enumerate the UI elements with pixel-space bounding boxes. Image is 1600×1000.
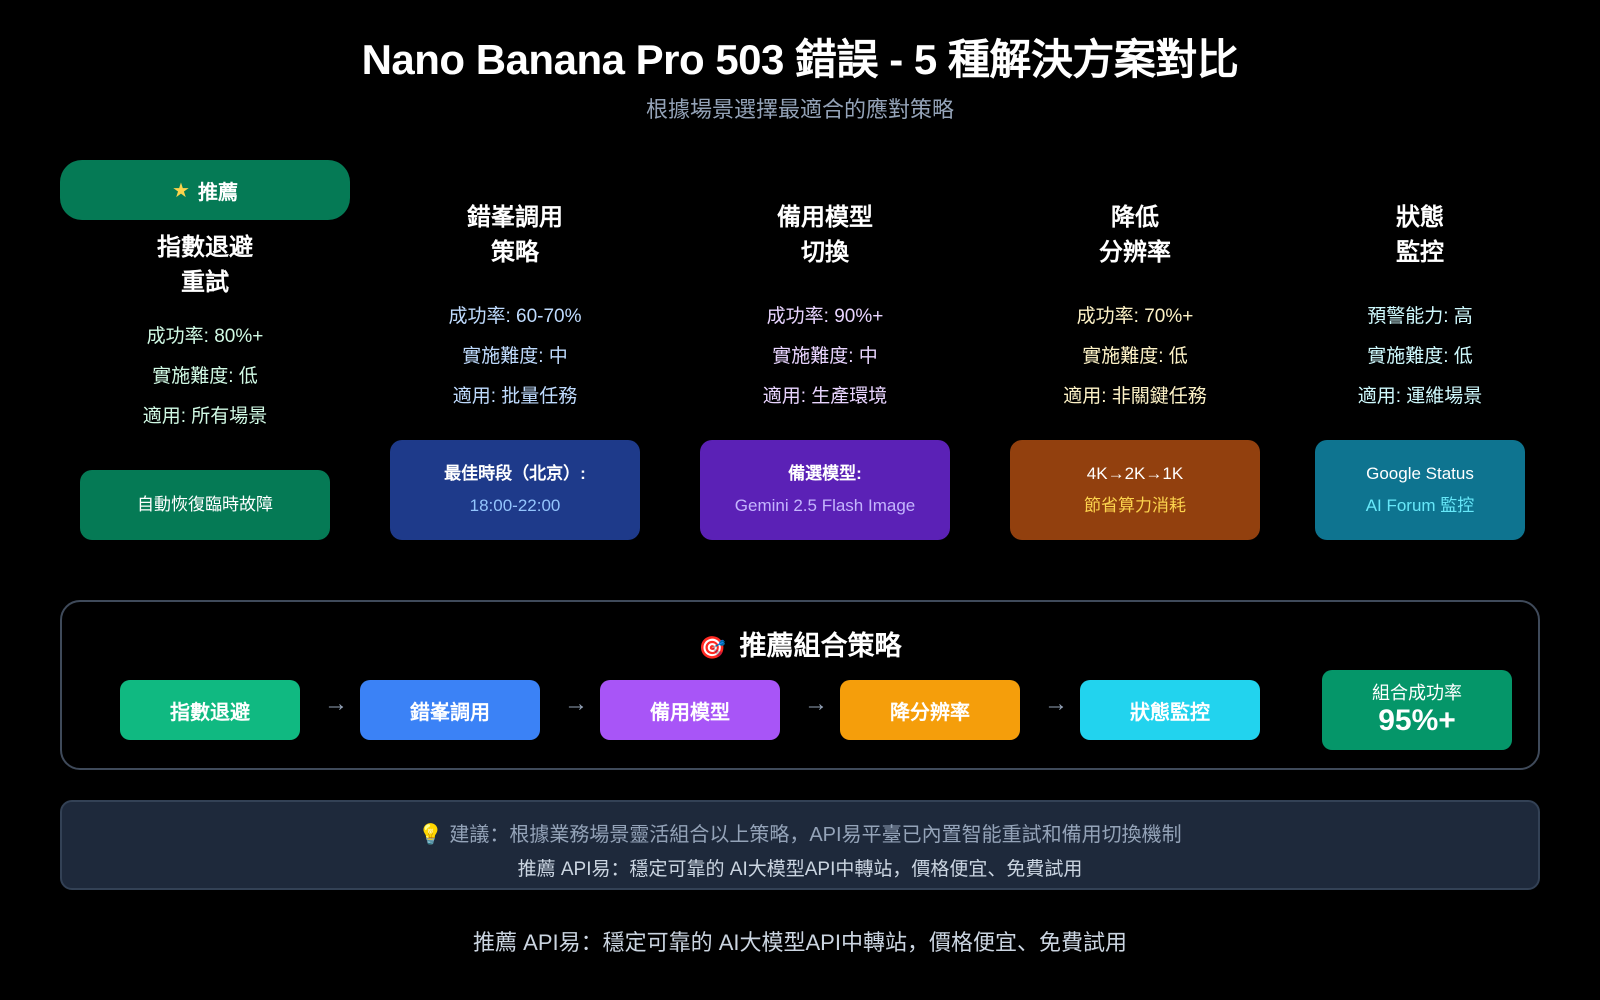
dart-target-icon: 🎯 xyxy=(698,635,726,660)
arrow-right-icon: → xyxy=(564,690,588,717)
step-label: 降分辨率 xyxy=(890,701,970,724)
applicable-scenario: 適用: 生產環境 xyxy=(762,386,888,407)
highlight-value: 節省算力消耗 xyxy=(1084,496,1186,515)
highlight-value: Gemini 2.5 Flash Image xyxy=(734,496,916,515)
recommended-badge: ★ 推薦 xyxy=(60,160,350,220)
success-rate: 成功率: 60-70% xyxy=(448,306,582,327)
arrow-right-icon: → xyxy=(804,690,828,717)
arrow-right-icon: → xyxy=(324,690,348,717)
difficulty: 實施難度: 中 xyxy=(772,346,878,367)
success-rate: 成功率: 90%+ xyxy=(766,306,884,327)
combo-step-exponential-backoff: 指數退避 xyxy=(120,680,300,740)
solution-title-line2: 切換 xyxy=(801,239,849,266)
alert-capability: 預警能力: 高 xyxy=(1367,306,1473,327)
solution-stats: 預警能力: 高 實施難度: 低 適用: 運維場景 xyxy=(1315,297,1525,417)
applicable-scenario: 適用: 運維場景 xyxy=(1357,386,1483,407)
highlight-value: 18:00-22:00 xyxy=(469,496,561,515)
step-label: 指數退避 xyxy=(170,701,250,724)
solution-card-exponential-backoff: 指數退避 重試 成功率: 80%+ 實施難度: 低 適用: 所有場景 自動恢復臨… xyxy=(60,160,350,550)
success-rate: 成功率: 80%+ xyxy=(146,326,264,347)
solution-title-line1: 降低 xyxy=(1111,204,1159,231)
combo-step-lower-resolution: 降分辨率 xyxy=(840,680,1020,740)
solution-stats: 成功率: 70%+ 實施難度: 低 適用: 非關鍵任務 xyxy=(1010,297,1260,417)
lightbulb-icon: 💡 xyxy=(418,824,444,846)
suggestion-line: 💡建議：根據業務場景靈活組合以上策略，API易平臺已內置智能重試和備用切換機制 xyxy=(62,818,1538,847)
solution-title: 指數退避 重試 xyxy=(60,230,350,300)
solution-stats: 成功率: 90%+ 實施難度: 中 適用: 生產環境 xyxy=(700,297,950,417)
combo-step-backup-model: 備用模型 xyxy=(600,680,780,740)
step-label: 備用模型 xyxy=(650,701,730,724)
combo-success-rate-box: 組合成功率 95%+ xyxy=(1322,670,1512,750)
solution-highlight-box: 4K→2K→1K 節省算力消耗 xyxy=(1010,440,1260,540)
combo-rate-value: 95%+ xyxy=(1378,704,1456,737)
difficulty: 實施難度: 中 xyxy=(462,346,568,367)
solution-highlight-box: Google Status AI Forum 監控 xyxy=(1315,440,1525,540)
success-rate: 成功率: 70%+ xyxy=(1076,306,1194,327)
highlight-label: 4K→2K→1K xyxy=(1086,464,1184,483)
solution-card-status-monitoring: 狀態 監控 預警能力: 高 實施難度: 低 適用: 運維場景 Google St… xyxy=(1315,160,1525,550)
recommended-label: 推薦 xyxy=(197,181,238,204)
step-label: 狀態監控 xyxy=(1130,701,1210,724)
recommendation-text: 推薦 API易：穩定可靠的 AI大模型API中轉站，價格便宜、免費試用 xyxy=(517,859,1083,880)
highlight-label: 備選模型: xyxy=(788,464,862,483)
footer-recommendation: 推薦 API易：穩定可靠的 AI大模型API中轉站，價格便宜、免費試用 xyxy=(473,930,1127,955)
page-title: Nano Banana Pro 503 錯誤 - 5 種解決方案對比 xyxy=(361,36,1239,83)
solution-title-line1: 錯峯調用 xyxy=(467,204,563,231)
highlight-label: Google Status xyxy=(1366,464,1474,483)
solution-highlight-box: 最佳時段（北京）: 18:00-22:00 xyxy=(390,440,640,540)
combo-step-off-peak: 錯峯調用 xyxy=(360,680,540,740)
highlight-text: 自動恢復臨時故障 xyxy=(137,495,273,514)
applicable-scenario: 適用: 所有場景 xyxy=(142,406,268,427)
solution-stats: 成功率: 80%+ 實施難度: 低 適用: 所有場景 xyxy=(60,317,350,437)
solution-title-line1: 指數退避 xyxy=(157,234,253,261)
solution-stats: 成功率: 60-70% 實施難度: 中 適用: 批量任務 xyxy=(390,297,640,417)
suggestion-text: 建議：根據業務場景靈活組合以上策略，API易平臺已內置智能重試和備用切換機制 xyxy=(449,824,1182,846)
highlight-label: 最佳時段（北京）: xyxy=(444,464,586,483)
solution-title-line1: 狀態 xyxy=(1396,204,1444,231)
step-label: 錯峯調用 xyxy=(410,701,490,724)
solution-title: 錯峯調用 策略 xyxy=(390,200,640,270)
applicable-scenario: 適用: 非關鍵任務 xyxy=(1063,386,1207,407)
solution-title-line1: 備用模型 xyxy=(777,204,873,231)
combo-title-text: 推薦組合策略 xyxy=(739,631,902,661)
suggestion-box: 💡建議：根據業務場景靈活組合以上策略，API易平臺已內置智能重試和備用切換機制 … xyxy=(60,800,1540,890)
solution-highlight-box: 自動恢復臨時故障 xyxy=(80,470,330,540)
solution-title-line2: 分辨率 xyxy=(1099,239,1171,266)
combo-title: 🎯 推薦組合策略 xyxy=(62,624,1538,663)
solution-title-line2: 監控 xyxy=(1396,239,1444,266)
solution-highlight-box: 備選模型: Gemini 2.5 Flash Image xyxy=(700,440,950,540)
difficulty: 實施難度: 低 xyxy=(1367,346,1473,367)
solution-card-off-peak: 錯峯調用 策略 成功率: 60-70% 實施難度: 中 適用: 批量任務 最佳時… xyxy=(390,160,640,550)
difficulty: 實施難度: 低 xyxy=(152,366,258,387)
combo-rate-label: 組合成功率 xyxy=(1372,683,1462,703)
star-icon: ★ xyxy=(172,179,190,202)
arrow-right-icon: → xyxy=(1044,690,1068,717)
solution-title: 備用模型 切換 xyxy=(700,200,950,270)
highlight-value: AI Forum 監控 xyxy=(1365,496,1475,515)
page-subtitle: 根據場景選擇最適合的應對策略 xyxy=(645,97,954,122)
solution-title-line2: 策略 xyxy=(491,239,539,266)
combo-strategy-panel: 🎯 推薦組合策略 指數退避 → 錯峯調用 → 備用模型 → 降分辨率 → 狀態監… xyxy=(60,600,1540,770)
solution-title-line2: 重試 xyxy=(181,269,229,296)
solution-card-lower-resolution: 降低 分辨率 成功率: 70%+ 實施難度: 低 適用: 非關鍵任務 4K→2K… xyxy=(1010,160,1260,550)
combo-step-status-monitoring: 狀態監控 xyxy=(1080,680,1260,740)
solution-card-backup-model: 備用模型 切換 成功率: 90%+ 實施難度: 中 適用: 生產環境 備選模型:… xyxy=(700,160,950,550)
applicable-scenario: 適用: 批量任務 xyxy=(452,386,578,407)
difficulty: 實施難度: 低 xyxy=(1082,346,1188,367)
solution-title: 降低 分辨率 xyxy=(1010,200,1260,270)
solution-title: 狀態 監控 xyxy=(1315,200,1525,270)
